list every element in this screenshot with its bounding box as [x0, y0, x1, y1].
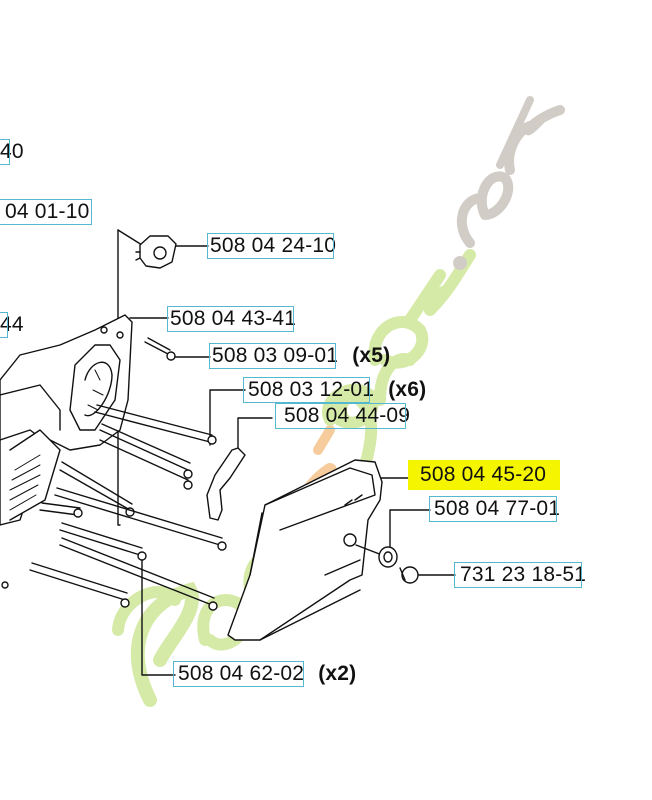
label-box: [454, 562, 582, 588]
part-label-508-04-77-01[interactable]: 508 04 77-01: [429, 496, 560, 522]
part-label-508-04-24-10[interactable]: 508 04 24-10: [207, 233, 336, 259]
quantity-badge: (x6): [388, 378, 427, 401]
part-label-508-04-44-09[interactable]: 508 04 44-09: [275, 403, 410, 429]
quantity-badge: (x5): [352, 344, 391, 367]
part-label-40[interactable]: 40: [0, 139, 24, 165]
part-label-731-23-18-51[interactable]: 731 23 18-51: [454, 562, 586, 588]
label-box: [207, 233, 334, 259]
part-label-508-04-43-41[interactable]: 508 04 43-41: [167, 306, 296, 332]
label-box: [429, 496, 557, 522]
label-box: [173, 661, 304, 687]
label-box: [0, 139, 10, 165]
part-label-04-01-10[interactable]: 04 01-10: [0, 199, 92, 225]
quantity-badge: (x2): [318, 662, 357, 685]
label-box: [167, 306, 294, 332]
part-label-508-04-45-20-highlighted[interactable]: 508 04 45-20: [408, 460, 561, 490]
part-label-508-03-09-01[interactable]: 508 03 09-01 (x5): [209, 343, 391, 369]
label-box: [275, 403, 406, 429]
part-label-508-03-12-01[interactable]: 508 03 12-01 (x6): [243, 377, 427, 403]
part-label-508-04-62-02[interactable]: 508 04 62-02 (x2): [173, 661, 357, 687]
label-box: [0, 199, 92, 225]
part-label-44[interactable]: 44: [0, 312, 24, 338]
label-box: [209, 343, 336, 369]
label-box: [243, 377, 370, 403]
label-box: [0, 312, 8, 338]
